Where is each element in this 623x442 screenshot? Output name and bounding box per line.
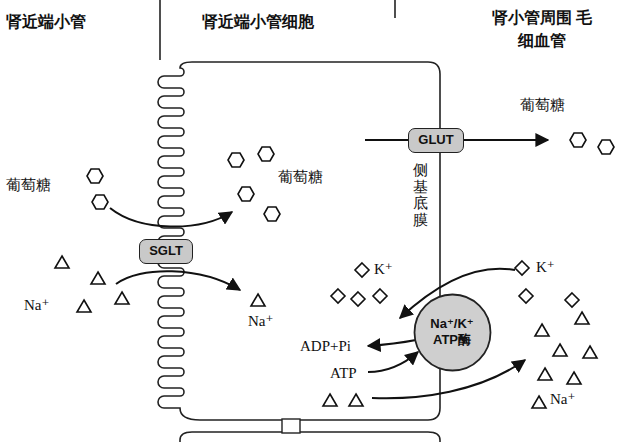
potassium-diamond — [331, 289, 345, 303]
header-line — [394, 0, 396, 18]
sodium-triangle — [583, 346, 597, 358]
text-label: 肾近端小管 — [6, 12, 86, 31]
label-text: 肾近端小管 — [6, 13, 86, 30]
atp-arrow — [368, 352, 418, 372]
label-text: 肾小管周围 毛细血管 — [492, 9, 592, 49]
label-text: Na⁺ — [24, 297, 49, 313]
glucose-molecules — [87, 133, 614, 221]
text-label: K⁺ — [374, 260, 393, 278]
text-label: 葡萄糖 — [6, 176, 51, 194]
sodium-triangle — [91, 272, 105, 284]
sodium-arrow — [116, 271, 240, 290]
node-text-group: SGLT — [149, 243, 183, 259]
text-label: 肾近端小管细胞 — [202, 12, 314, 31]
node-text: GLUT — [418, 132, 453, 148]
label-text: 葡萄糖 — [520, 97, 565, 113]
sodium-triangle — [538, 368, 552, 380]
transporter-box: GLUT — [408, 128, 464, 153]
label-text: ADP+Pi — [300, 338, 351, 354]
potassium-diamond — [373, 289, 387, 303]
adp-arrow — [368, 340, 416, 346]
sodium-triangle — [575, 312, 589, 324]
sodium-triangle — [567, 372, 581, 384]
glucose-hexagon — [238, 187, 254, 201]
pump-circle: Na⁺/K⁺ ATP酶 — [413, 293, 492, 372]
label-text: K⁺ — [536, 259, 555, 275]
glucose-hexagon — [264, 207, 280, 221]
pump-circle-shape — [414, 294, 490, 370]
text-label: Na⁺ — [550, 390, 575, 408]
node-text-group: Na⁺/K⁺ ATP酶 — [422, 316, 482, 349]
tight-junction — [282, 419, 300, 433]
sodium-triangle — [553, 344, 567, 356]
text-label: 肾小管周围 毛细血管 — [490, 6, 594, 52]
transporter-box: SGLT — [139, 239, 193, 264]
next-cell — [180, 432, 440, 442]
sodium-triangle — [115, 292, 129, 304]
sodium-ions — [55, 256, 597, 408]
label-text: 葡萄糖 — [278, 169, 323, 185]
glucose-hexagon — [570, 133, 586, 147]
text-label: ADP+Pi — [300, 337, 351, 355]
sodium-triangle — [77, 300, 91, 312]
text-label: Na⁺ — [248, 312, 273, 330]
label-text: 侧基底膜 — [413, 162, 428, 228]
node-text: SGLT — [149, 243, 183, 259]
sodium-triangle — [349, 394, 363, 406]
cell-membrane — [158, 62, 440, 420]
potassium-diamond — [351, 292, 365, 306]
glucose-arrow — [110, 208, 232, 227]
text-label: 葡萄糖 — [278, 168, 323, 186]
text-label: 葡萄糖 — [520, 96, 565, 114]
text-label: 侧基底膜 — [413, 162, 428, 228]
label-text: Na⁺ — [550, 391, 575, 407]
text-label: ATP — [330, 364, 357, 382]
node-text: Na⁺/K⁺ ATP酶 — [422, 316, 482, 349]
sodium-triangle — [323, 394, 337, 406]
potassium-diamond — [519, 289, 533, 303]
potassium-diamond — [355, 263, 369, 277]
sodium-triangle — [532, 396, 546, 408]
transport-arrows — [110, 140, 548, 398]
glucose-hexagon — [228, 153, 244, 167]
sodium-triangle — [535, 324, 549, 336]
label-text: 葡萄糖 — [6, 177, 51, 193]
label-text: ATP — [330, 365, 357, 381]
header-line — [159, 0, 161, 60]
sodium-triangle — [251, 294, 265, 306]
glucose-hexagon — [92, 195, 108, 209]
sodium-triangle — [55, 256, 69, 268]
label-text: 肾近端小管细胞 — [202, 13, 314, 30]
label-text: Na⁺ — [248, 313, 273, 329]
glucose-hexagon — [87, 169, 103, 183]
header-lines — [160, 0, 395, 60]
text-label: K⁺ — [536, 258, 555, 276]
potassium-diamond — [515, 261, 529, 275]
node-text-group: GLUT — [418, 132, 453, 148]
glucose-hexagon — [258, 147, 274, 161]
glucose-hexagon — [598, 140, 614, 154]
text-label: Na⁺ — [24, 296, 49, 314]
potassium-diamond — [565, 293, 579, 307]
label-text: K⁺ — [374, 261, 393, 277]
